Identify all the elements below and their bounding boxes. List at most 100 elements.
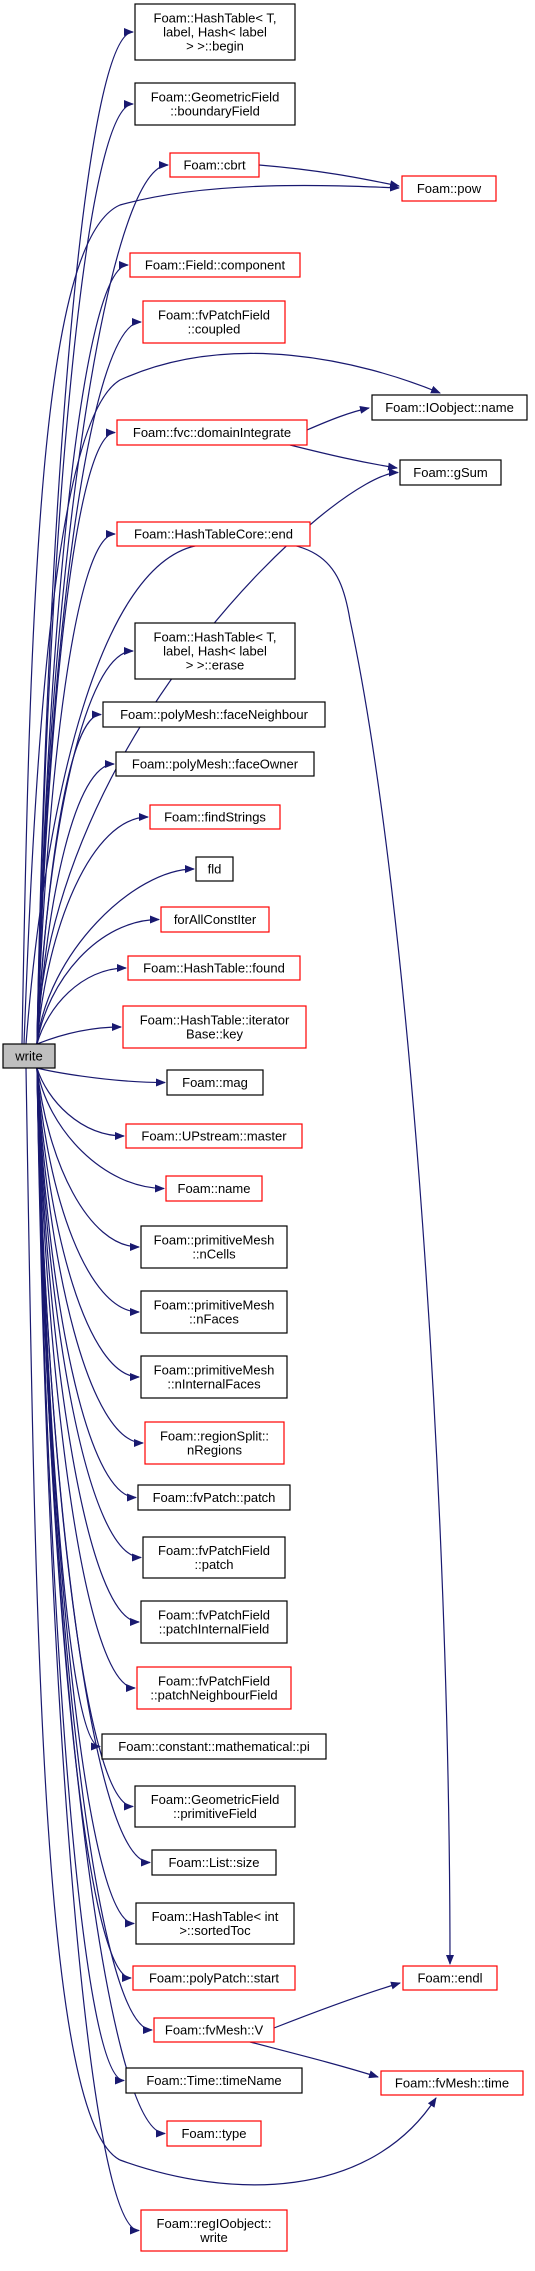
edge-write-to-fvmeshtime <box>25 1067 437 2186</box>
node-faceowner[interactable]: Foam::polyMesh::faceOwner <box>115 751 315 777</box>
node-fld[interactable]: fld <box>195 856 234 882</box>
node-label-line: Foam::fvMesh::V <box>165 2023 264 2038</box>
edge-write-to-gfbf <box>36 100 134 1045</box>
node-box <box>136 1666 292 1710</box>
node-write[interactable]: write <box>2 1043 56 1069</box>
node-sortedtoc[interactable]: Foam::HashTable< int>::sortedToc <box>135 1902 295 1945</box>
node-pif[interactable]: Foam::fvPatchField::patchInternalField <box>140 1600 288 1644</box>
node-mag[interactable]: Foam::mag <box>166 1069 264 1096</box>
node-hterase[interactable]: Foam::HashTable< T,label, Hash< label> >… <box>134 622 296 680</box>
node-label-line: ::boundaryField <box>170 104 260 119</box>
edge-cbrt-to-pow <box>258 164 400 189</box>
node-label-line: Foam::primitiveMesh <box>154 1363 275 1378</box>
node-box <box>402 1965 498 1991</box>
node-endl[interactable]: Foam::endl <box>402 1965 498 1991</box>
node-label-line: Foam::fvc::domainIntegrate <box>133 425 291 440</box>
node-found[interactable]: Foam::HashTable::found <box>127 955 301 981</box>
edge-write-to-pow <box>21 183 400 1045</box>
edge-write-to-nregions <box>36 1067 144 1447</box>
node-coupled[interactable]: Foam::fvPatchField::coupled <box>142 300 286 344</box>
node-label-line: Foam::HashTableCore::end <box>134 527 293 542</box>
node-label-line: write <box>199 2230 227 2245</box>
node-timename[interactable]: Foam::Time::timeName <box>125 2067 303 2094</box>
edge-write-to-findstrings <box>36 813 149 1045</box>
node-label-line: Foam::name <box>178 1181 251 1196</box>
node-htcend[interactable]: Foam::HashTableCore::end <box>116 521 311 547</box>
node-findstrings[interactable]: Foam::findStrings <box>149 804 281 830</box>
node-label-line: Foam::polyMesh::faceOwner <box>132 757 299 772</box>
node-cbrt[interactable]: Foam::cbrt <box>169 152 260 178</box>
edge-write-to-regwrite <box>36 1067 140 2235</box>
node-ppstart[interactable]: Foam::polyPatch::start <box>132 1965 296 1991</box>
node-box <box>129 252 301 278</box>
node-nfaces[interactable]: Foam::primitiveMesh::nFaces <box>140 1290 288 1334</box>
node-box <box>140 2209 288 2252</box>
edge-write-to-htcend <box>36 530 116 1045</box>
node-label-line: fld <box>208 862 222 877</box>
node-gsum[interactable]: Foam::gSum <box>399 459 502 486</box>
node-fvpatch[interactable]: Foam::fvPatch::patch <box>137 1484 291 1511</box>
node-label-line: Foam::HashTable< int <box>152 1909 279 1924</box>
edge-fvmeshv-to-endl <box>273 1981 401 2029</box>
edge-fvmeshv-to-fvmeshtime <box>249 2041 379 2079</box>
node-label-line: Foam::polyMesh::faceNeighbour <box>120 707 309 722</box>
node-label-line: label, Hash< label <box>163 25 267 40</box>
edge-domint-to-gsum <box>289 444 398 471</box>
node-nregions[interactable]: Foam::regionSplit::nRegions <box>144 1421 285 1465</box>
node-htbegin[interactable]: Foam::HashTable< T,label, Hash< label> >… <box>134 3 296 61</box>
node-label-line: Foam::fvPatchField <box>158 1608 270 1623</box>
node-box <box>140 1290 288 1334</box>
node-label-line: ::nInternalFaces <box>167 1377 261 1392</box>
node-box <box>102 701 326 728</box>
node-ncells[interactable]: Foam::primitiveMesh::nCells <box>140 1225 288 1269</box>
node-fvmeshv[interactable]: Foam::fvMesh::V <box>153 2017 275 2043</box>
node-box <box>140 1225 288 1269</box>
node-label-line: Foam::Time::timeName <box>146 2073 281 2088</box>
node-component[interactable]: Foam::Field::component <box>129 252 301 278</box>
node-label-line: ::patchInternalField <box>159 1622 270 1637</box>
node-gfbf[interactable]: Foam::GeometricField::boundaryField <box>134 82 296 126</box>
node-iobjname[interactable]: Foam::IOobject::name <box>371 394 528 421</box>
node-fvpfpatch[interactable]: Foam::fvPatchField::patch <box>142 1536 286 1579</box>
node-box <box>122 1005 307 1049</box>
node-type[interactable]: Foam::type <box>166 2120 262 2147</box>
node-master[interactable]: Foam::UPstream::master <box>125 1123 303 1149</box>
node-box <box>371 394 528 421</box>
node-primfield[interactable]: Foam::GeometricField::primitiveField <box>134 1785 296 1828</box>
edge-write-to-iobjname <box>23 352 441 1045</box>
edge-write-to-found <box>36 964 127 1045</box>
node-pnf[interactable]: Foam::fvPatchField::patchNeighbourField <box>136 1666 292 1710</box>
node-label-line: Foam::HashTable< T, <box>154 11 277 26</box>
node-pi[interactable]: Foam::constant::mathematical::pi <box>101 1733 327 1760</box>
node-forall[interactable]: forAllConstIter <box>160 906 270 933</box>
edge-write-to-fvpatch <box>36 1067 137 1502</box>
edge-write-to-name <box>36 1067 165 1193</box>
edge-write-to-timename <box>36 1067 125 2085</box>
node-name[interactable]: Foam::name <box>165 1175 263 1202</box>
node-domint[interactable]: Foam::fvc::domainIntegrate <box>116 419 308 446</box>
node-faceneigh[interactable]: Foam::polyMesh::faceNeighbour <box>102 701 326 728</box>
node-box <box>142 1536 286 1579</box>
node-fvmeshtime[interactable]: Foam::fvMesh::time <box>380 2070 524 2096</box>
node-label-line: Foam::primitiveMesh <box>154 1233 275 1248</box>
node-label-line: > >::begin <box>186 39 244 54</box>
edge-write-to-pif <box>36 1067 140 1626</box>
node-box <box>140 1600 288 1644</box>
node-box <box>127 955 301 981</box>
edges-layer <box>21 28 454 2235</box>
node-label-line: Foam::GeometricField <box>151 90 280 105</box>
node-label-line: Foam::fvPatchField <box>158 308 270 323</box>
node-label-line: Base::key <box>186 1027 244 1042</box>
node-box <box>160 906 270 933</box>
node-label-line: Foam::HashTable::found <box>143 961 285 976</box>
node-label-line: Foam::List::size <box>168 1855 259 1870</box>
node-listsize[interactable]: Foam::List::size <box>151 1849 277 1876</box>
edge-write-to-listsize <box>36 1067 151 1867</box>
node-label-line: label, Hash< label <box>163 644 267 659</box>
edge-write-to-faceowner <box>36 760 115 1045</box>
node-regwrite[interactable]: Foam::regIOobject::write <box>140 2209 288 2252</box>
node-ninternal[interactable]: Foam::primitiveMesh::nInternalFaces <box>140 1355 288 1399</box>
node-pow[interactable]: Foam::pow <box>401 175 497 202</box>
